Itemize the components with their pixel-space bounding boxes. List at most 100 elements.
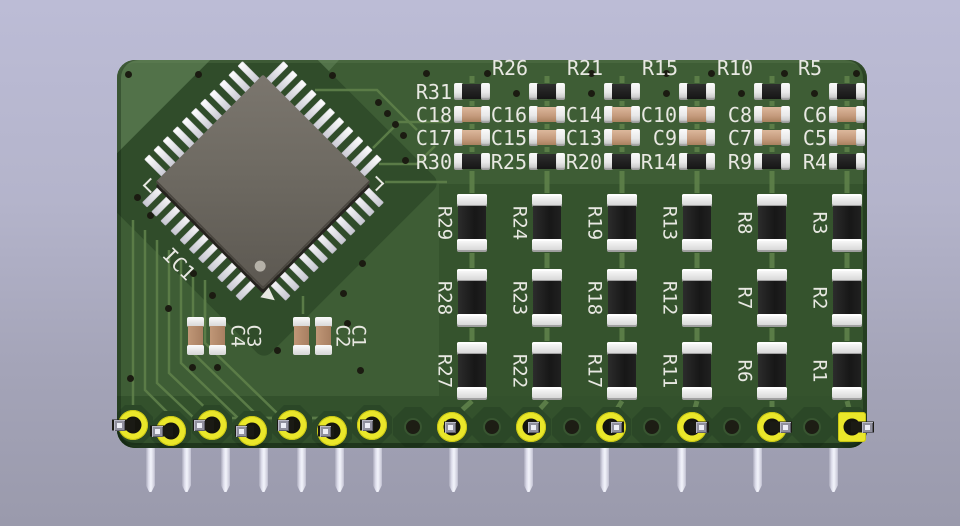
ref-label-R29: R29 bbox=[433, 205, 456, 241]
via bbox=[213, 363, 221, 371]
chip-lead bbox=[209, 345, 226, 355]
ref-label-R18: R18 bbox=[583, 280, 606, 316]
through-hole-pad bbox=[437, 412, 467, 442]
pin-top bbox=[527, 421, 539, 433]
via bbox=[391, 120, 399, 128]
chip-lead bbox=[781, 106, 790, 123]
ref-label-R28: R28 bbox=[433, 280, 456, 316]
chip-lead bbox=[832, 342, 862, 355]
via bbox=[512, 89, 520, 97]
chip-body bbox=[608, 206, 636, 240]
chip-lead bbox=[706, 129, 715, 146]
chip-body bbox=[612, 154, 632, 169]
header-pin bbox=[752, 444, 762, 492]
smd-resistor-R20 bbox=[604, 153, 640, 170]
copper-traces bbox=[131, 76, 855, 421]
smd-resistor-R14 bbox=[679, 153, 715, 170]
ref-label-R23: R23 bbox=[508, 280, 531, 316]
chip-lead bbox=[631, 129, 640, 146]
ref-label-R26: R26 bbox=[491, 56, 529, 80]
header-pin bbox=[448, 444, 458, 492]
ref-label-C5: C5 bbox=[802, 126, 827, 150]
ref-label-R7: R7 bbox=[733, 286, 756, 310]
chip-lead bbox=[457, 342, 487, 355]
chip-lead bbox=[457, 194, 487, 207]
chip-lead bbox=[754, 129, 763, 146]
via bbox=[374, 98, 382, 106]
chip-lead bbox=[832, 314, 862, 327]
smd-capacitor-C15 bbox=[529, 129, 565, 146]
chip-body bbox=[758, 354, 786, 388]
chip-lead bbox=[757, 194, 787, 207]
smd-resistor-R29 bbox=[457, 194, 487, 252]
header-pin bbox=[599, 444, 609, 492]
chip-body bbox=[188, 326, 203, 346]
chip-lead bbox=[757, 314, 787, 327]
ref-label-R11: R11 bbox=[658, 353, 681, 389]
chip-lead bbox=[631, 106, 640, 123]
smd-capacitor-C18 bbox=[454, 106, 490, 123]
chip-body bbox=[833, 206, 861, 240]
through-hole-pad bbox=[596, 412, 626, 442]
through-hole-pad bbox=[234, 416, 267, 446]
header-pin bbox=[334, 444, 344, 492]
smd-resistor-R6 bbox=[757, 342, 787, 400]
mount-hole bbox=[565, 420, 579, 434]
chip-body bbox=[537, 130, 557, 145]
chip-lead bbox=[529, 106, 538, 123]
ref-label-R25: R25 bbox=[490, 150, 527, 174]
smd-resistor-R10 bbox=[754, 83, 790, 100]
chip-lead bbox=[829, 129, 838, 146]
smd-resistor-R21 bbox=[604, 83, 640, 100]
pin-top bbox=[361, 419, 373, 431]
pin-top bbox=[696, 421, 708, 433]
via bbox=[124, 70, 132, 78]
header-pin bbox=[372, 444, 382, 492]
chip-lead bbox=[754, 153, 763, 170]
smd-capacitor-C10 bbox=[679, 106, 715, 123]
chip-lead bbox=[631, 153, 640, 170]
chip-lead bbox=[187, 345, 204, 355]
chip-lead bbox=[757, 239, 787, 252]
via bbox=[358, 259, 366, 267]
chip-lead bbox=[679, 129, 688, 146]
chip-lead bbox=[532, 239, 562, 252]
ref-label-C6: C6 bbox=[802, 103, 827, 127]
ref-label-C14: C14 bbox=[565, 103, 602, 127]
smd-resistor-R26 bbox=[529, 83, 565, 100]
ref-label-R14: R14 bbox=[640, 150, 677, 174]
chip-lead bbox=[631, 83, 640, 100]
chip-lead bbox=[481, 153, 490, 170]
smd-capacitor-C5 bbox=[829, 129, 865, 146]
ref-label-R19: R19 bbox=[583, 205, 606, 241]
smd-resistor-R8 bbox=[757, 194, 787, 252]
smd-resistor-R12 bbox=[682, 269, 712, 327]
smd-capacitor-C6 bbox=[829, 106, 865, 123]
chip-body bbox=[762, 84, 782, 99]
chip-body bbox=[762, 130, 782, 145]
chip-lead bbox=[529, 153, 538, 170]
ref-label-C13: C13 bbox=[565, 126, 602, 150]
chip-lead bbox=[457, 387, 487, 400]
ref-label-R1: R1 bbox=[808, 359, 831, 383]
chip-lead bbox=[832, 194, 862, 207]
ref-label-C8: C8 bbox=[727, 103, 752, 127]
chip-lead bbox=[315, 317, 332, 327]
chip-lead bbox=[607, 239, 637, 252]
smd-resistor-R24 bbox=[532, 194, 562, 252]
chip-lead bbox=[832, 269, 862, 282]
chip-body bbox=[537, 107, 557, 122]
chip-lead bbox=[529, 129, 538, 146]
chip-lead bbox=[293, 345, 310, 355]
ref-label-C3: C3 bbox=[242, 324, 265, 348]
smd-resistor-R7 bbox=[757, 269, 787, 327]
chip-lead bbox=[457, 239, 487, 252]
chip-body bbox=[537, 84, 557, 99]
chip-body bbox=[762, 107, 782, 122]
via bbox=[189, 269, 197, 277]
smd-resistor-R18 bbox=[607, 269, 637, 327]
via bbox=[399, 131, 407, 139]
chip-lead bbox=[607, 314, 637, 327]
smd-capacitor-C9 bbox=[679, 129, 715, 146]
